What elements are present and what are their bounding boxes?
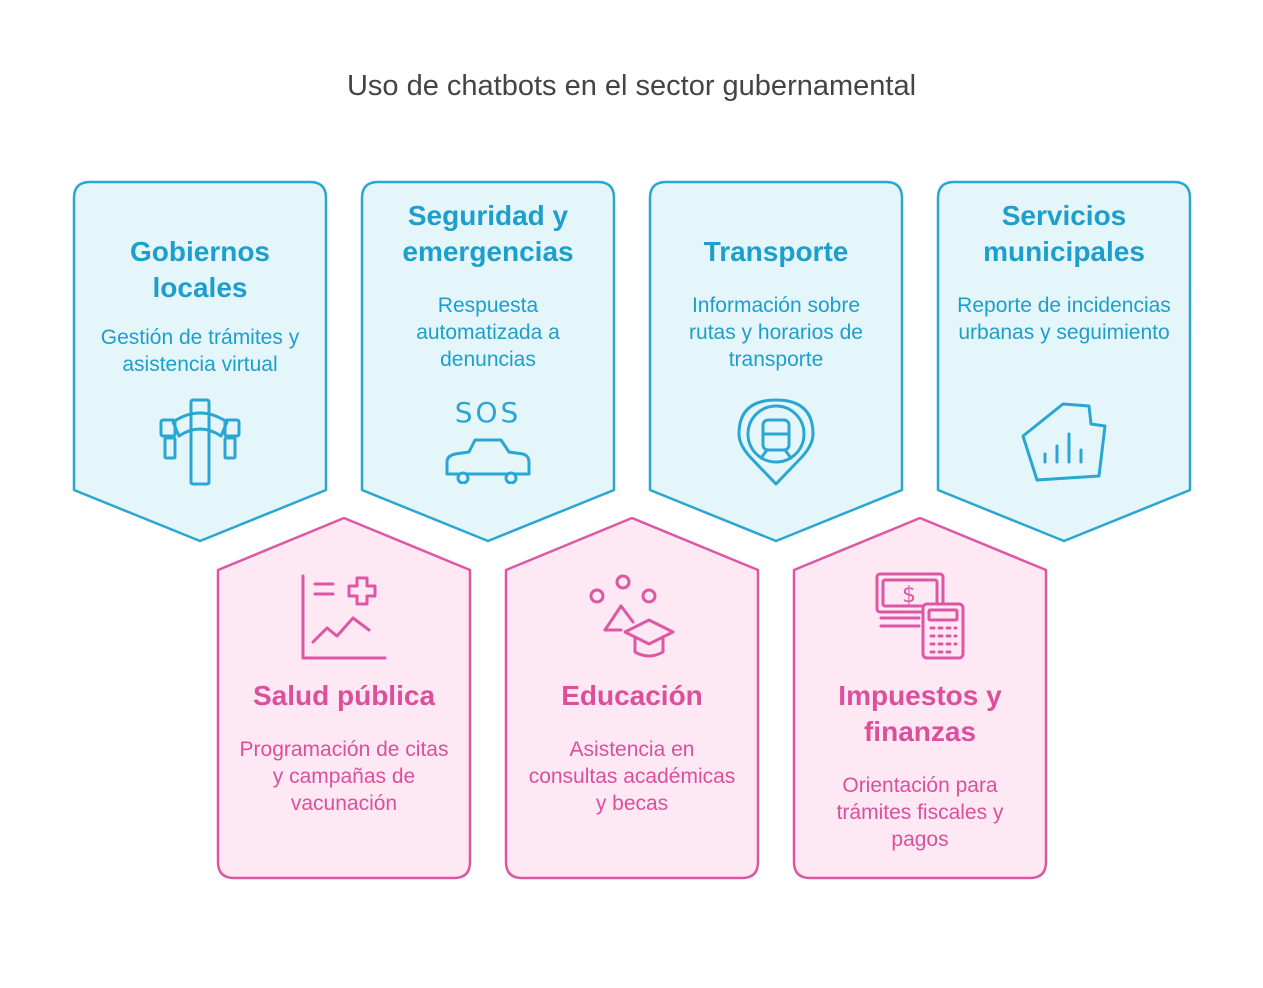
health-chart-cross-icon: [301, 574, 387, 660]
city-map-chart-icon: [1021, 402, 1107, 482]
card-description: Información sobre rutas y horarios de tr…: [689, 294, 863, 371]
card-description: Respuesta automatizada a denuncias: [416, 294, 560, 371]
card-shape: [360, 180, 616, 543]
page-title: Uso de chatbots en el sector gubernament…: [346, 70, 917, 102]
card-title: Servicios municipales: [983, 200, 1145, 267]
card-description: Orientación para trámites fiscales y pag…: [836, 774, 1004, 851]
card-title: Salud pública: [252, 680, 436, 711]
card-title: Transporte: [703, 236, 849, 267]
card-servicios-municipales: Servicios municipales Reporte de inciden…: [936, 180, 1192, 544]
dollar-sign: $: [902, 583, 916, 608]
card-impuestos-finanzas: $ Impuestos y finanzas Orientación para …: [792, 516, 1048, 880]
card-description: Reporte de incidencias urbanas y seguimi…: [957, 294, 1171, 344]
card-title: Seguridad y emergencias: [402, 200, 574, 267]
card-title: Educación: [561, 680, 703, 711]
card-educacion: Educación Asistencia en consultas académ…: [504, 516, 760, 880]
government-building-icon: [159, 398, 241, 486]
card-title: Impuestos y finanzas: [838, 680, 1002, 747]
card-description: Asistencia en consultas académicas y bec…: [528, 738, 736, 815]
graduation-cap-icon: [589, 574, 675, 658]
card-salud-publica: Salud pública Programación de citas y ca…: [216, 516, 472, 880]
sos-car-icon: SOS: [445, 396, 531, 484]
money-calculator-icon: $: [875, 572, 965, 660]
card-description: Programación de citas y campañas de vacu…: [239, 738, 449, 815]
card-shape: [936, 180, 1192, 543]
card-gobiernos-locales: Gobiernos locales Gestión de trámites y …: [72, 180, 328, 544]
sos-label: SOS: [455, 396, 522, 429]
card-shape: [792, 516, 1048, 880]
card-title: Gobiernos locales: [129, 236, 270, 303]
card-shape: [648, 180, 904, 543]
card-shape: [72, 180, 328, 543]
card-shape: [216, 516, 472, 880]
card-shape: [504, 516, 760, 880]
card-transporte: Transporte Información sobre rutas y hor…: [648, 180, 904, 544]
transit-location-pin-icon: [737, 398, 815, 486]
card-description: Gestión de trámites y asistencia virtual: [100, 326, 300, 376]
card-seguridad-emergencias: Seguridad y emergencias Respuesta automa…: [360, 180, 616, 544]
